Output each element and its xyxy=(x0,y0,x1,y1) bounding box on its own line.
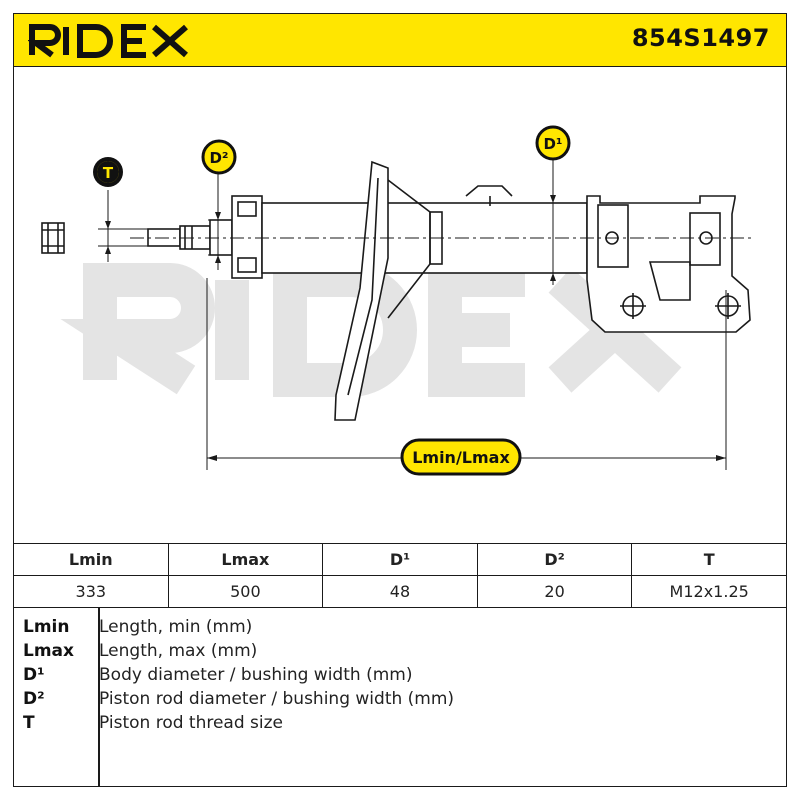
badge-length: Lmin/Lmax xyxy=(400,438,522,476)
legend: Lmin Length, min (mm) Lmax Length, max (… xyxy=(13,607,787,787)
legend-item: Lmin Length, min (mm) xyxy=(13,617,787,641)
legend-item: T Piston rod thread size xyxy=(13,713,787,737)
specs-value-t: M12x1.25 xyxy=(631,575,787,608)
legend-desc: Piston rod thread size xyxy=(99,713,284,733)
badge-d2: D² xyxy=(201,139,237,175)
legend-item: D¹ Body diameter / bushing width (mm) xyxy=(13,665,787,689)
specs-header-lmin: Lmin xyxy=(13,543,169,576)
legend-divider xyxy=(98,607,100,787)
specs-value-d1: 48 xyxy=(322,575,478,608)
legend-key: Lmax xyxy=(23,641,74,661)
specs-header-t: T xyxy=(631,543,787,576)
specs-header-lmax: Lmax xyxy=(167,543,324,576)
badge-t-label: T xyxy=(103,164,114,182)
legend-desc: Length, min (mm) xyxy=(99,617,253,637)
specs-table: Lmin Lmax D¹ D² T 333 500 48 20 M12x1.25 xyxy=(13,543,787,608)
legend-item: Lmax Length, max (mm) xyxy=(13,641,787,665)
specs-value-lmax: 500 xyxy=(167,575,324,608)
legend-desc: Body diameter / bushing width (mm) xyxy=(99,665,413,685)
legend-item: D² Piston rod diameter / bushing width (… xyxy=(13,689,787,713)
specs-value-lmin: 333 xyxy=(13,575,169,608)
legend-desc: Length, max (mm) xyxy=(99,641,258,661)
legend-key: D² xyxy=(23,689,45,709)
nut-icon xyxy=(41,222,65,254)
badge-d1: D¹ xyxy=(535,125,571,161)
ridex-logo xyxy=(28,24,188,58)
specs-value-d2: 20 xyxy=(476,575,633,608)
specs-header-d2: D² xyxy=(476,543,633,576)
legend-desc: Piston rod diameter / bushing width (mm) xyxy=(99,689,455,709)
watermark-logo xyxy=(60,263,682,397)
badge-t: T xyxy=(93,157,123,187)
specs-header-row: Lmin Lmax D¹ D² T xyxy=(13,543,787,576)
part-number: 854S1497 xyxy=(631,24,770,52)
legend-key: Lmin xyxy=(23,617,70,637)
shock-absorber-drawing: T D² D¹ Lmin/Lmax xyxy=(41,125,755,476)
legend-key: D¹ xyxy=(23,665,45,685)
badge-d1-label: D¹ xyxy=(543,135,562,153)
badge-d2-label: D² xyxy=(209,149,228,167)
badge-length-label: Lmin/Lmax xyxy=(412,448,510,467)
specs-value-row: 333 500 48 20 M12x1.25 xyxy=(13,575,787,608)
legend-key: T xyxy=(23,713,35,733)
specs-header-d1: D¹ xyxy=(322,543,478,576)
